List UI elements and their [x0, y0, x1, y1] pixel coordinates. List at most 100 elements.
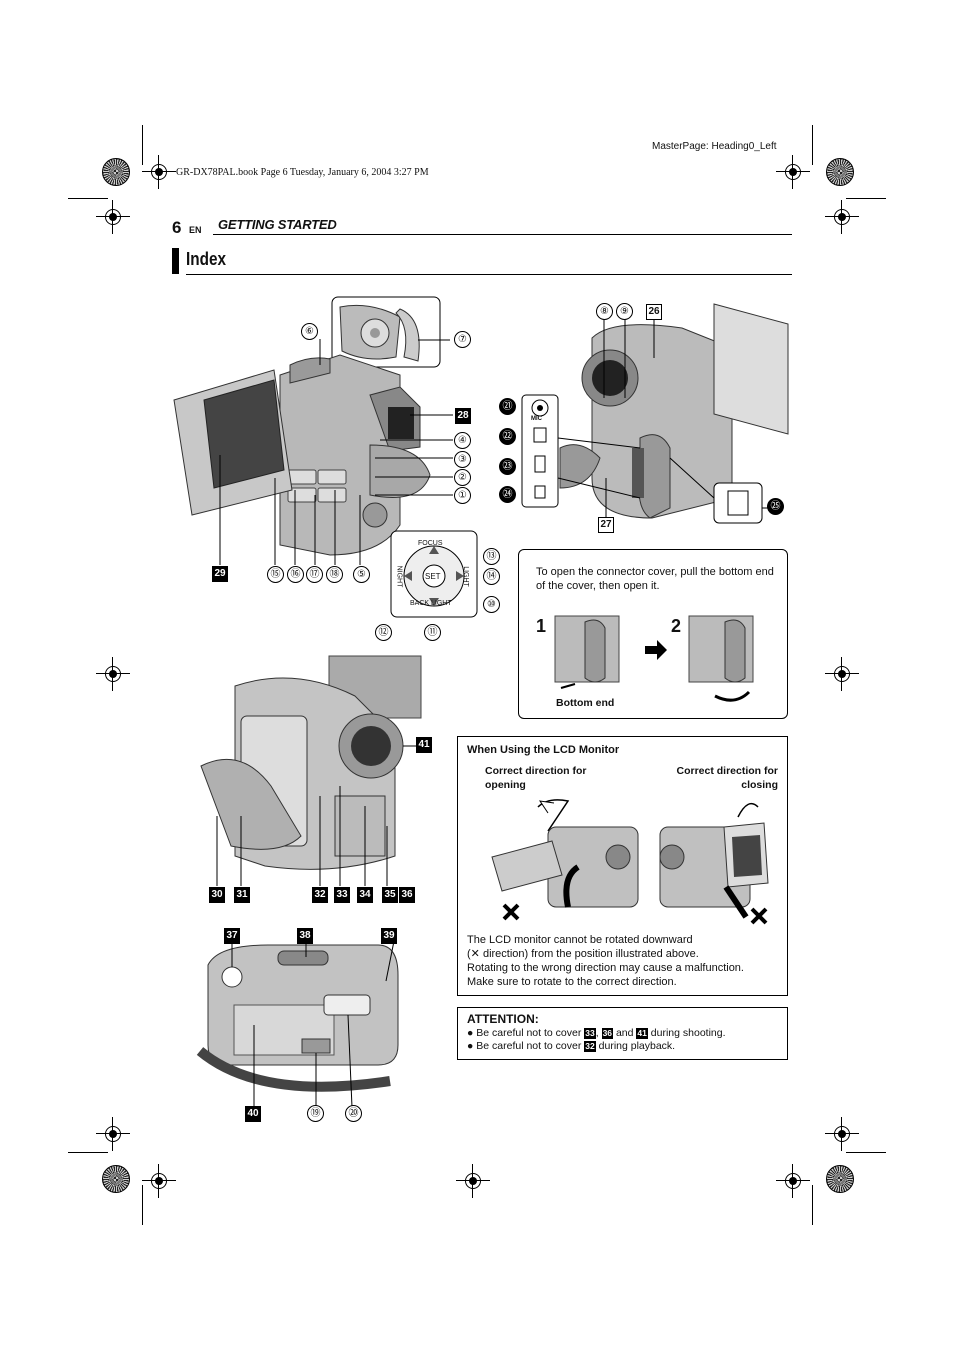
connector-cover-box: To open the connector cover, pull the bo… [518, 549, 788, 719]
bullet-icon: ● [467, 1027, 474, 1039]
connector-instructions: To open the connector cover, pull the bo… [536, 566, 774, 592]
master-page-label: MasterPage: Heading0_Left [652, 141, 777, 152]
bullet-2-post: during playback. [598, 1040, 676, 1052]
callout-18: ⑱ [326, 566, 343, 583]
lcd-monitor-box: When Using the LCD Monitor Correct direc… [457, 736, 788, 996]
camcorder-connector-illustration [521, 303, 789, 524]
callout-1: ① [454, 487, 471, 504]
control-dial-inset [390, 530, 478, 618]
chip-41: 41 [636, 1028, 648, 1039]
callout-25: ㉕ [767, 498, 784, 515]
camcorder-front-illustration [173, 296, 453, 565]
registration-mark [96, 200, 130, 234]
title-rule [186, 274, 792, 275]
callout-9: ⑨ [616, 303, 633, 320]
chip-32: 32 [584, 1041, 596, 1052]
connector-step-illustration [554, 615, 754, 702]
bullet-1-and: and [615, 1027, 634, 1039]
attention-title: ATTENTION: [467, 1012, 539, 1026]
callout-27: 27 [598, 517, 614, 533]
registration-mark [776, 1164, 810, 1198]
callout-6: ⑥ [301, 323, 318, 340]
registration-mark [776, 155, 810, 189]
dial-light-label: LIGHT [461, 566, 469, 587]
section-heading: GETTING STARTED [218, 217, 337, 232]
bullet-1-sep: , [595, 1027, 599, 1039]
callout-28: 28 [455, 408, 471, 424]
callout-3: ③ [454, 451, 471, 468]
callout-4: ④ [454, 432, 471, 449]
bottom-end-label: Bottom end [556, 697, 615, 709]
callout-15: ⑮ [267, 566, 284, 583]
callout-11: ⑪ [424, 624, 441, 641]
callout-12: ⑫ [375, 624, 392, 641]
color-target-icon [102, 158, 130, 186]
attention-bullet-1: ● Be careful not to cover 33, 36 and 41 … [467, 1027, 726, 1041]
callout-30: 30 [209, 887, 225, 903]
crop-mark [68, 198, 108, 199]
callout-41: 41 [416, 737, 432, 753]
crop-mark [846, 198, 886, 199]
crop-mark [68, 1152, 108, 1153]
callout-37: 37 [224, 928, 240, 944]
language-code: EN [189, 225, 202, 235]
crop-mark [142, 1185, 143, 1225]
callout-7: ⑦ [454, 331, 471, 348]
camcorder-lens-illustration [200, 655, 422, 886]
bullet-icon: ● [467, 1040, 474, 1052]
registration-mark [825, 1117, 859, 1151]
file-info: GR-DX78PAL.book Page 6 Tuesday, January … [176, 167, 429, 178]
callout-17: ⑰ [306, 566, 323, 583]
callout-33: 33 [334, 887, 350, 903]
callout-23: ㉓ [499, 458, 516, 475]
callout-13: ⑬ [483, 548, 500, 565]
callout-19: ⑲ [307, 1105, 324, 1122]
callout-10: ⑩ [483, 596, 500, 613]
opening-direction-label: Correct direction for opening [485, 765, 587, 791]
title-bar [172, 248, 179, 274]
registration-mark [825, 200, 859, 234]
chip-33: 33 [584, 1028, 596, 1039]
header-rule [213, 234, 792, 235]
dial-set-label: SET [425, 572, 441, 581]
attention-bullet-2: ● Be careful not to cover 32 during play… [467, 1040, 675, 1054]
callout-40: 40 [245, 1106, 261, 1122]
step-2-number: 2 [671, 616, 682, 636]
callout-22: ㉒ [499, 428, 516, 445]
callout-38: 38 [297, 928, 313, 944]
camcorder-bottom-illustration [196, 940, 399, 1108]
callout-26: 26 [646, 304, 662, 320]
step-1-number: 1 [536, 616, 547, 636]
callout-5: ⑤ [353, 566, 370, 583]
dial-backlight-label: BACK LIGHT [410, 600, 452, 607]
registration-mark [142, 155, 176, 189]
color-target-icon [826, 158, 854, 186]
dial-night-label: NIGHT [395, 565, 403, 588]
callout-35: 35 [382, 887, 398, 903]
lcd-note-line-3: Rotating to the wrong direction may caus… [467, 962, 744, 974]
bullet-1-pre: Be careful not to cover [476, 1027, 582, 1039]
cross-icon: ✕ [470, 948, 480, 960]
mic-label: MIC [531, 416, 542, 422]
bullet-1-post: during shooting. [650, 1027, 726, 1039]
lcd-rotation-illustration [491, 799, 769, 925]
callout-34: 34 [357, 887, 373, 903]
lcd-note-line-2-text: direction) from the position illustrated… [482, 948, 699, 960]
callout-39: 39 [381, 928, 397, 944]
crop-mark [846, 1152, 886, 1153]
callout-36: 36 [399, 887, 415, 903]
registration-mark [456, 1164, 490, 1198]
callout-20: ⑳ [345, 1105, 362, 1122]
callout-14: ⑭ [483, 568, 500, 585]
callout-16: ⑯ [287, 566, 304, 583]
color-target-icon [102, 1165, 130, 1193]
crop-mark [812, 125, 813, 165]
callout-24: ㉔ [499, 486, 516, 503]
registration-mark [96, 657, 130, 691]
page-number: 6 [172, 218, 182, 237]
lcd-note-line-1: The LCD monitor cannot be rotated downwa… [467, 934, 693, 946]
page-title: Index [186, 249, 226, 269]
callout-2: ② [454, 469, 471, 486]
callout-29: 29 [212, 566, 228, 582]
color-target-icon [826, 1165, 854, 1193]
